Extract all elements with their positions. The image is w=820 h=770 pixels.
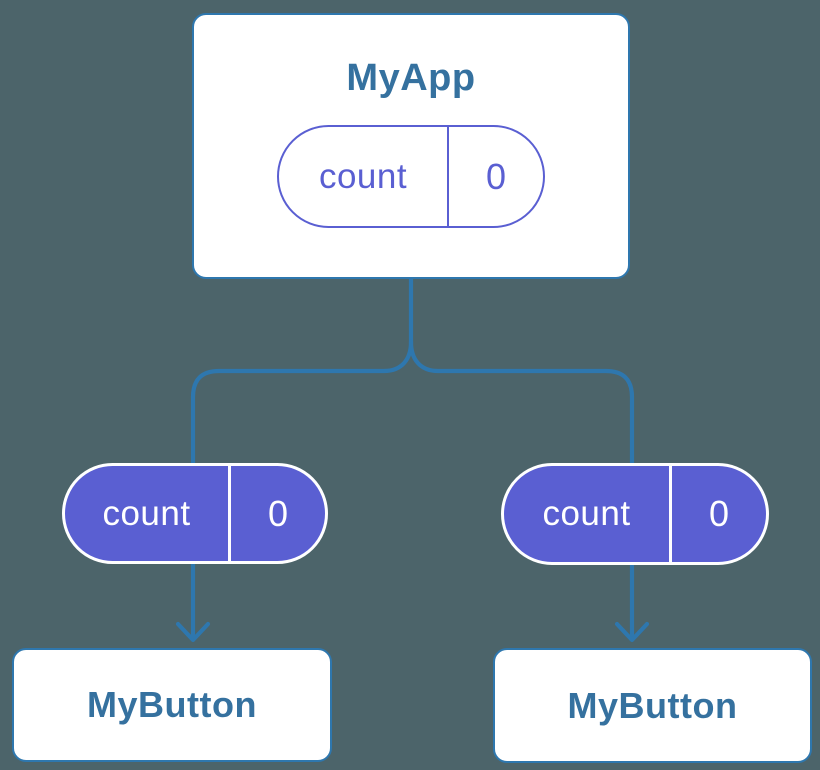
left-child-card: MyButton — [12, 648, 332, 762]
left-arrowhead-icon — [175, 621, 211, 643]
pill-divider — [447, 127, 449, 226]
left-child-state-pill: count 0 — [62, 463, 328, 564]
root-state-value: 0 — [485, 155, 507, 197]
right-child-state-value: 0 — [708, 493, 730, 534]
root-state-key: count — [318, 156, 408, 196]
right-branch-line — [408, 339, 635, 639]
pill-divider — [669, 466, 672, 562]
right-child-state-key: count — [542, 494, 631, 533]
right-arrowhead-icon — [614, 621, 650, 643]
left-child-state-key: count — [102, 493, 191, 533]
pill-divider — [228, 466, 231, 561]
left-child-state-value: 0 — [267, 492, 289, 534]
right-child-card: MyButton — [493, 648, 812, 763]
right-child-state-pill: count 0 — [501, 463, 769, 565]
root-state-pill: count 0 — [277, 125, 545, 228]
left-branch-line — [190, 339, 414, 639]
right-child-card-title: MyButton — [567, 684, 738, 726]
root-card: MyApp count 0 — [192, 13, 630, 279]
left-child-card-title: MyButton — [87, 684, 257, 725]
root-card-title: MyApp — [346, 57, 476, 99]
